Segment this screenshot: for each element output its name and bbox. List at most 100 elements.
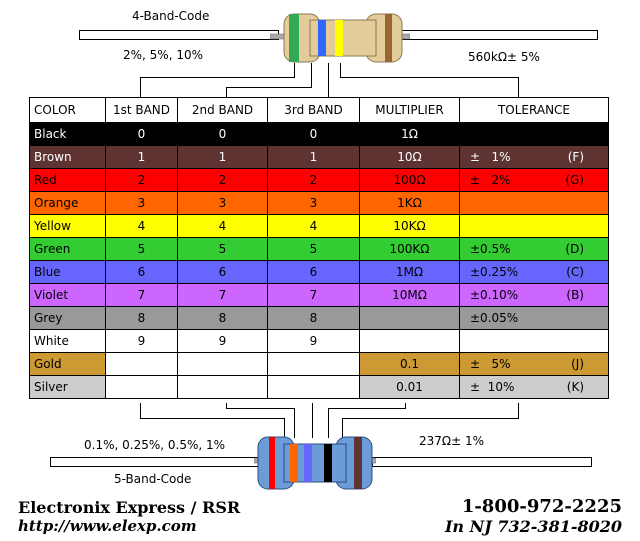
header-color: COLOR <box>29 97 106 123</box>
second-band-cell: 3 <box>177 191 268 215</box>
color-name-cell: Gold <box>29 352 106 376</box>
connector-line <box>294 408 295 438</box>
third-band-cell: 2 <box>267 168 360 192</box>
header-third-band: 3rd BAND <box>267 97 360 123</box>
connector-line <box>518 403 519 419</box>
second-band-cell: 4 <box>177 214 268 238</box>
first-band-cell: 7 <box>105 283 178 307</box>
multiplier-cell <box>359 329 460 353</box>
color-name-cell: Green <box>29 237 106 261</box>
tolerance-value: ±0.25% <box>470 265 519 279</box>
first-band-cell: 9 <box>105 329 178 353</box>
header-first-band: 1st BAND <box>105 97 178 123</box>
tolerance-code: (B) <box>566 288 584 302</box>
tolerance-cell: ±0.10% (B) <box>459 283 609 307</box>
first-band-cell: 4 <box>105 214 178 238</box>
color-name-cell: Yellow <box>29 214 106 238</box>
color-name-cell: Silver <box>29 375 106 399</box>
connector-line <box>226 408 294 409</box>
second-band-cell: 2 <box>177 168 268 192</box>
company-url[interactable]: http://www.elexp.com <box>18 517 197 535</box>
first-band-cell <box>105 375 178 399</box>
first-band-cell: 8 <box>105 306 178 330</box>
third-band-cell: 8 <box>267 306 360 330</box>
first-band-cell: 3 <box>105 191 178 215</box>
company-name: Electronix Express / RSR <box>18 498 241 517</box>
tolerance-value: ± 5% <box>470 357 511 371</box>
color-name-cell: Orange <box>29 191 106 215</box>
connector-line <box>340 63 341 77</box>
third-band-cell: 1 <box>267 145 360 169</box>
third-band-cell: 7 <box>267 283 360 307</box>
five-band-band-5 <box>354 437 362 489</box>
color-name-cell: Blue <box>29 260 106 284</box>
footer-company-block: Electronix Express / RSR http://www.elex… <box>18 498 240 535</box>
color-name-cell: Black <box>29 122 106 146</box>
tolerance-value: ± 1% <box>470 150 511 164</box>
footer-phone-block: 1-800-972-2225 In NJ 732-381-8020 <box>445 496 622 536</box>
color-name-cell: Violet <box>29 283 106 307</box>
tolerance-value: ± 2% <box>470 173 511 187</box>
second-band-cell: 1 <box>177 145 268 169</box>
third-band-cell: 5 <box>267 237 360 261</box>
tolerance-code: (C) <box>566 265 584 279</box>
four-band-band-4 <box>385 14 392 62</box>
second-band-cell: 6 <box>177 260 268 284</box>
nj-phone: In NJ 732-381-8020 <box>444 517 622 536</box>
tolerance-cell: ± 2% (G) <box>459 168 609 192</box>
tolerance-value: ± 10% <box>470 380 515 394</box>
tolerance-value: ±0.10% <box>470 288 519 302</box>
tolerance-cell <box>459 214 609 238</box>
multiplier-cell: 100Ω <box>359 168 460 192</box>
five-band-example-value: 237Ω± 1% <box>419 434 484 448</box>
multiplier-cell: 1MΩ <box>359 260 460 284</box>
multiplier-cell <box>359 306 460 330</box>
connector-line <box>140 403 141 419</box>
connector-line <box>140 418 284 419</box>
first-band-cell: 6 <box>105 260 178 284</box>
connector-line <box>294 63 295 77</box>
third-band-cell: 0 <box>267 122 360 146</box>
five-band-band-4 <box>324 444 332 482</box>
connector-line <box>312 403 313 438</box>
color-name-cell: Red <box>29 168 106 192</box>
second-band-cell <box>177 352 268 376</box>
bottom-left-lead-bar <box>50 457 260 467</box>
color-code-table: COLOR 1st BAND 2nd BAND 3rd BAND MULTIPL… <box>29 97 609 399</box>
tolerance-code: (G) <box>565 173 584 187</box>
connector-line <box>284 418 285 438</box>
four-band-title: 4-Band-Code <box>132 9 210 23</box>
four-band-tolerances-note: 2%, 5%, 10% <box>123 48 204 62</box>
connector-line <box>328 408 329 438</box>
tolerance-cell: ±0.5%(D) <box>459 237 609 261</box>
third-band-cell: 3 <box>267 191 360 215</box>
first-band-cell <box>105 352 178 376</box>
four-band-example-value: 560kΩ± 5% <box>468 50 540 64</box>
top-left-lead-bar <box>79 30 279 40</box>
header-tolerance: TOLERANCE <box>459 97 609 123</box>
connector-line <box>226 87 312 88</box>
tolerance-cell: ±0.05% <box>459 306 609 330</box>
connector-line <box>226 87 227 97</box>
second-band-cell: 0 <box>177 122 268 146</box>
tolerance-cell: ± 1%(F) <box>459 145 609 169</box>
four-band-band-2 <box>318 20 326 56</box>
second-band-cell: 5 <box>177 237 268 261</box>
connector-line <box>140 77 141 97</box>
multiplier-cell: 0.1 <box>359 352 460 376</box>
tolerance-cell <box>459 329 609 353</box>
five-band-band-2 <box>290 444 298 482</box>
second-band-cell: 9 <box>177 329 268 353</box>
five-band-title: 5-Band-Code <box>114 472 192 486</box>
tolerance-value: ±0.05% <box>470 311 519 325</box>
color-name-cell: Brown <box>29 145 106 169</box>
